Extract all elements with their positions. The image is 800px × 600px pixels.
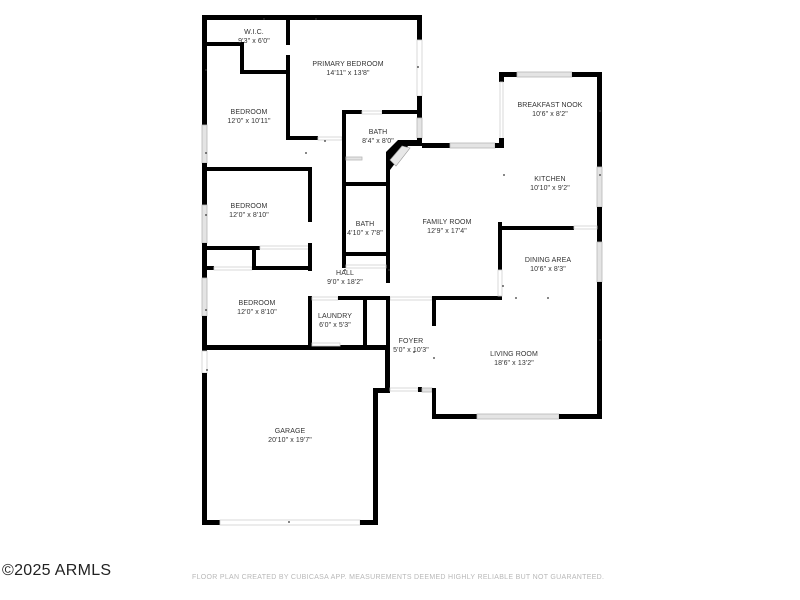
room-label-garage: GARAGE 20'10" x 19'7"	[268, 428, 312, 444]
room-label-foyer: FOYER 5'0" x 10'3"	[393, 338, 429, 354]
floor-plan-disclaimer: FLOOR PLAN CREATED BY CUBICASA APP. MEAS…	[192, 574, 605, 581]
room-label-bedroom-3: BEDROOM 12'0" x 8'10"	[237, 300, 277, 316]
room-label-bath-1: BATH 8'4" x 8'0"	[362, 129, 394, 145]
room-label-hall: HALL 9'0" x 18'2"	[327, 270, 363, 286]
room-label-living-room: LIVING ROOM 18'6" x 13'2"	[490, 351, 538, 367]
room-label-primary-bedroom: PRIMARY BEDROOM 14'11" x 13'8"	[312, 61, 384, 77]
copyright-watermark: ©2025 ARMLS	[2, 562, 112, 579]
room-label-breakfast-nook: BREAKFAST NOOK 10'6" x 8'2"	[517, 102, 583, 118]
room-label-bedroom-1: BEDROOM 12'0" x 10'11"	[227, 109, 271, 125]
room-label-family-room: FAMILY ROOM 12'9" x 17'4"	[422, 219, 472, 235]
room-label-wic: W.I.C. 9'3" x 6'0"	[238, 29, 270, 45]
room-label-kitchen: KITCHEN 10'10" x 9'2"	[530, 176, 570, 192]
room-label-bath-2: BATH 4'10" x 7'8"	[347, 221, 383, 237]
room-label-dining-area: DINING AREA 10'6" x 8'3"	[524, 257, 572, 273]
room-label-bedroom-2: BEDROOM 12'0" x 8'10"	[229, 203, 269, 219]
outlet-dots	[205, 18, 601, 523]
room-label-laundry: LAUNDRY 6'0" x 5'3"	[317, 313, 353, 329]
